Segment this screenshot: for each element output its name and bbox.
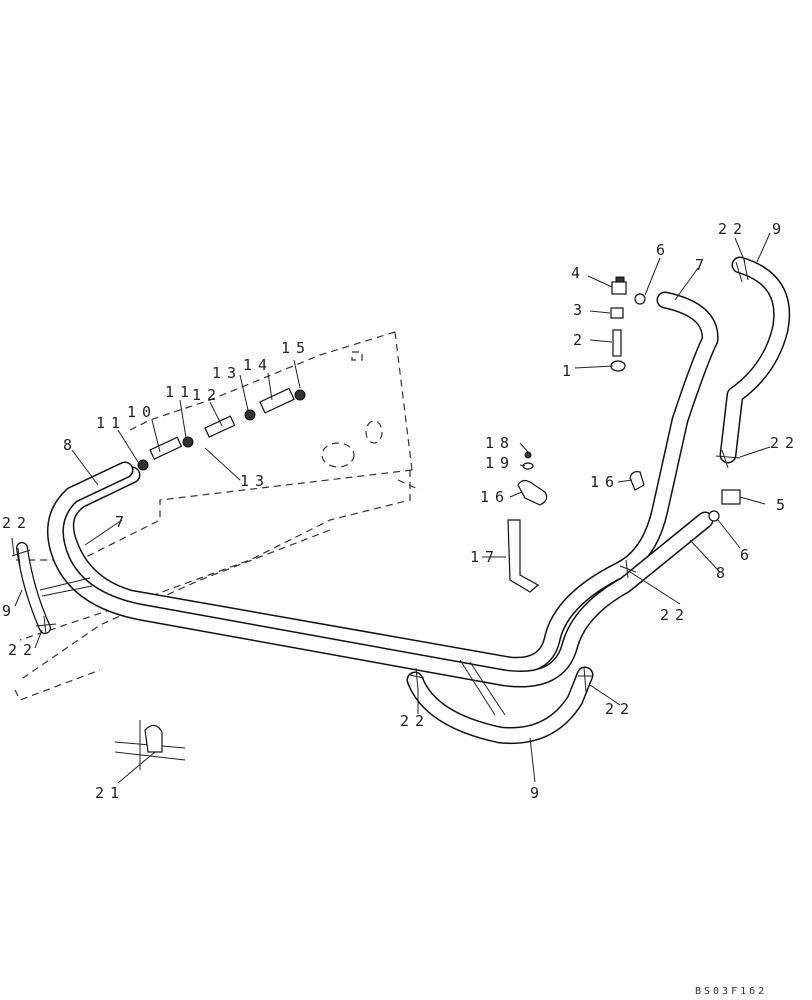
clamp-21-detail — [114, 720, 186, 770]
callout-4: 4 — [571, 264, 586, 282]
hose-9-loop — [16, 256, 791, 745]
callout-14: 14 — [243, 356, 273, 374]
callout-16: 16 — [480, 488, 510, 506]
callout-22: 22 — [400, 712, 430, 730]
callout-22: 22 — [2, 514, 32, 532]
callout-22: 22 — [718, 220, 748, 238]
callout-8: 8 — [63, 436, 78, 454]
callout-13: 13 — [212, 364, 242, 382]
callout-9: 9 — [772, 220, 787, 238]
callout-labels: 1 2 3 4 5 6 6 7 7 8 8 9 9 9 10 11 11 12 … — [2, 220, 800, 802]
valve-stack — [610, 276, 646, 372]
callout-21: 21 — [95, 784, 125, 802]
callout-11: 11 — [96, 414, 126, 432]
callout-22: 22 — [770, 434, 800, 452]
fitting-chain — [137, 387, 306, 471]
hose-leaders — [39, 577, 506, 716]
callout-1: 1 — [562, 362, 577, 380]
callout-9: 9 — [530, 784, 545, 802]
callout-9: 9 — [2, 602, 17, 620]
callout-22: 22 — [605, 700, 635, 718]
callout-8: 8 — [716, 564, 731, 582]
callout-18: 18 — [485, 434, 515, 452]
heater-hose-loop — [47, 291, 719, 688]
callout-16: 16 — [590, 473, 620, 491]
callout-22: 22 — [8, 641, 38, 659]
bracket-group — [507, 451, 645, 593]
callout-6: 6 — [656, 241, 671, 259]
callout-11: 11 — [165, 383, 195, 401]
callout-2: 2 — [573, 331, 588, 349]
callout-15: 15 — [281, 339, 311, 357]
callout-7: 7 — [115, 513, 130, 531]
callout-22: 22 — [660, 606, 690, 624]
callout-5: 5 — [776, 496, 791, 514]
callout-3: 3 — [573, 301, 588, 319]
leader-lines — [11, 232, 771, 784]
callout-7: 7 — [695, 256, 710, 274]
drawing-code: BS03F162 — [695, 986, 767, 997]
callout-10: 10 — [127, 403, 157, 421]
hose-clamps — [11, 259, 749, 693]
callout-17: 17 — [470, 548, 500, 566]
callout-13: 13 — [240, 472, 270, 490]
callout-19: 19 — [485, 454, 515, 472]
fitting-5 — [708, 489, 741, 522]
callout-6: 6 — [740, 546, 755, 564]
callout-12: 12 — [192, 386, 222, 404]
